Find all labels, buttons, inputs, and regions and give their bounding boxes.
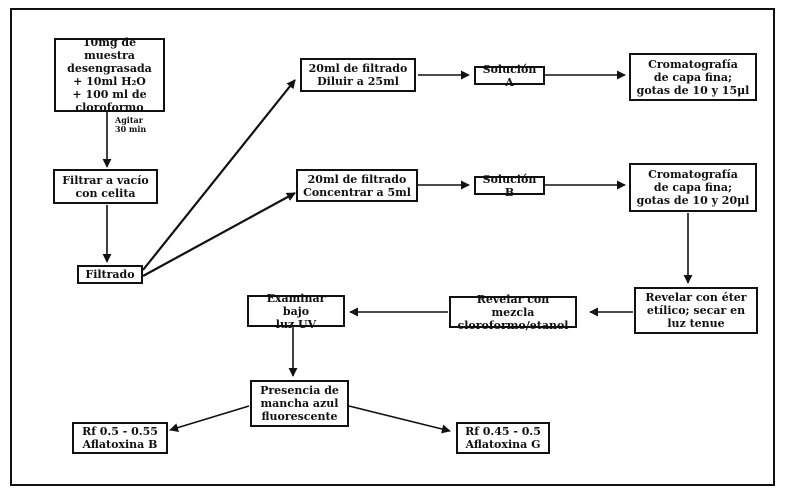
- node-cromatografia-a: Cromatografía de capa fina; gotas de 10 …: [629, 53, 757, 101]
- node-solucion-b: Solución B: [474, 173, 545, 199]
- label-agitar: Agitar 30 min: [115, 115, 147, 134]
- arrow-presencia-aflatoxina-g: [348, 405, 451, 434]
- arrow-presencia-aflatoxina-b: [169, 405, 250, 432]
- node-examinar: Examinar bajo luz UV: [247, 292, 345, 331]
- node-muestra: 10mg de muestra desengrasada + 10ml H₂O …: [54, 36, 165, 114]
- node-presencia: Presencia de mancha azul fluorescente: [250, 380, 349, 427]
- node-cromatografia-b: Cromatografía de capa fina; gotas de 10 …: [629, 163, 757, 212]
- node-filtrar: Filtrar a vacío con celita: [53, 169, 158, 204]
- arrow-filtrado-a: [142, 79, 296, 271]
- node-aflatoxina-b: Rf 0.5 - 0.55 Aflatoxina B: [72, 422, 168, 454]
- node-revelar-mezcla: Revelar con mezcla cloroformo/etanol: [449, 293, 577, 332]
- node-revelar-eter: Revelar con éter etílico; secar en luz t…: [634, 287, 758, 334]
- node-aflatoxina-g: Rf 0.45 - 0.5 Aflatoxina G: [456, 422, 550, 454]
- arrow-filtrado-b: [142, 192, 296, 277]
- node-solucion-a: Solución A: [474, 63, 545, 89]
- node-filtrado-b: 20ml de filtrado Concentrar a 5ml: [296, 169, 418, 202]
- node-filtrado: Filtrado: [77, 265, 143, 284]
- node-filtrado-a: 20ml de filtrado Diluir a 25ml: [300, 58, 416, 92]
